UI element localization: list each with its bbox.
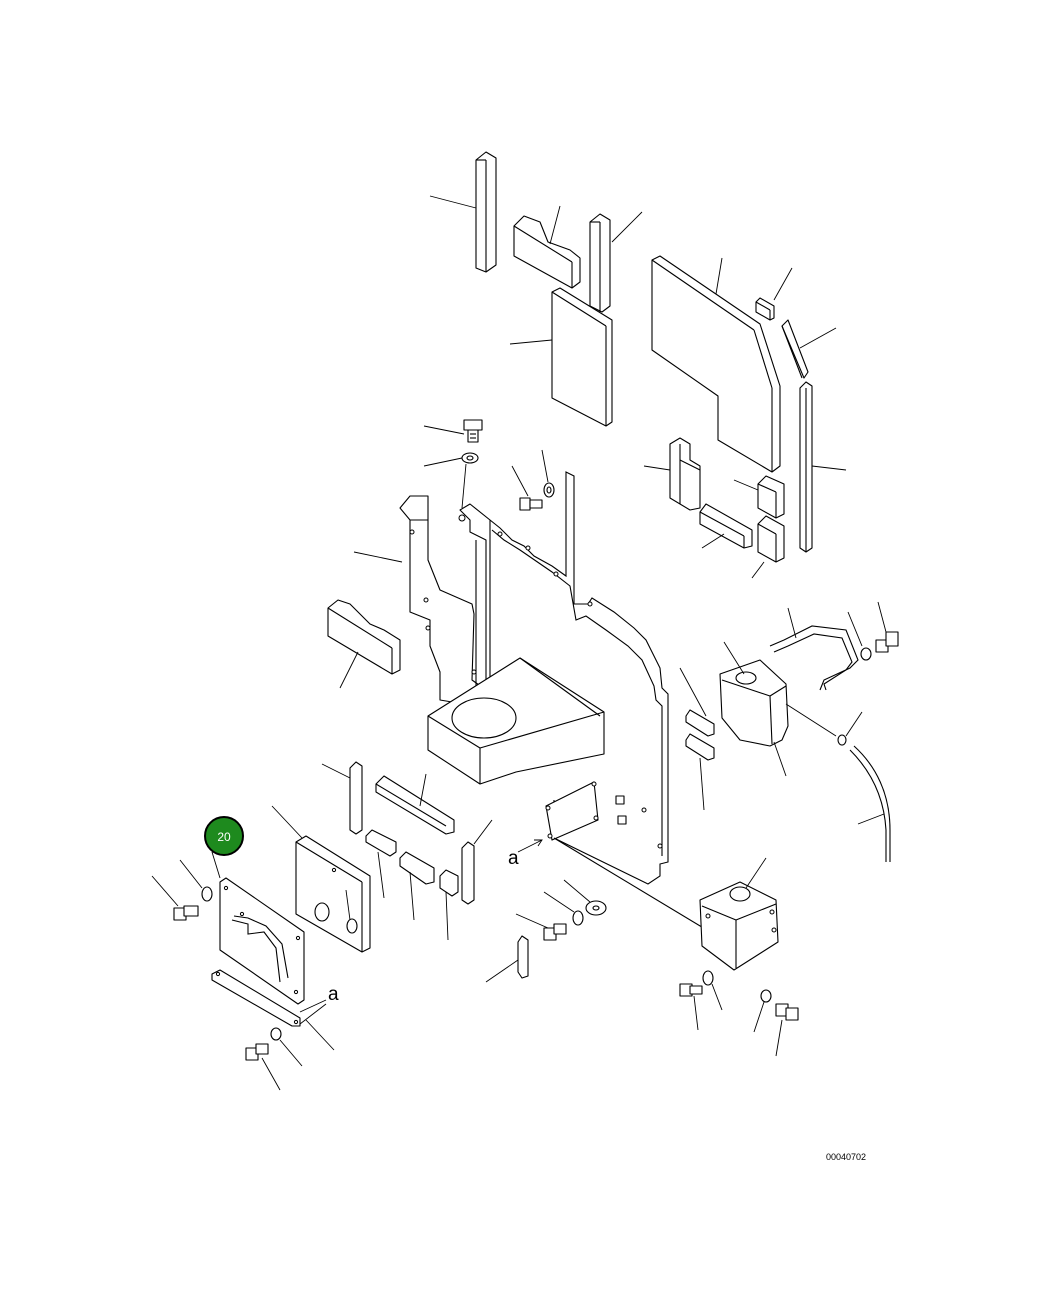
bolt-subtank-left: [679, 983, 703, 1031]
foam-pad-small-top: [755, 267, 793, 321]
frame-left-plate: [353, 495, 491, 707]
view-label-a-center: a: [508, 848, 519, 869]
foam-bar-long: [375, 773, 455, 835]
foam-strip-vertical-2: [461, 819, 493, 905]
bolt-subtank-right: [775, 1003, 799, 1057]
foam-panel-large: [509, 287, 613, 427]
view-a-indicator-center: a: [508, 839, 543, 869]
washer-cover-left: [179, 859, 213, 902]
foam-block-tall-1: [429, 151, 497, 273]
foam-block-wave: [327, 599, 401, 689]
foam-bar-short: [699, 503, 753, 549]
reservoir-tank: [719, 641, 789, 777]
foam-strip-long-right: [799, 381, 847, 553]
frame-right-panel: [489, 471, 669, 885]
washer-subtank-left: [702, 970, 723, 1011]
washer-mid: [541, 449, 555, 498]
washer-center-low: [543, 891, 584, 926]
cover-plate-left: [219, 877, 305, 1005]
washer-strap: [270, 1027, 303, 1067]
foam-panel-stepped: [651, 255, 781, 473]
foam-strip-vertical-1: [321, 761, 363, 835]
duct-box: [427, 657, 605, 785]
flat-washer-large: [563, 879, 607, 916]
view-label-a-left: a: [328, 984, 339, 1005]
bolt-center-low: [515, 913, 567, 941]
foam-stick-low: [485, 935, 529, 983]
bolt-cover-left: [151, 875, 199, 921]
washer-bracket: [847, 611, 872, 661]
foam-bar-mid: [399, 851, 435, 921]
foam-pad-mid-2: [439, 869, 459, 941]
bolt-top: [423, 419, 483, 443]
view-a-indicator-left: a: [299, 984, 339, 1025]
foam-pad-mid-1: [365, 829, 397, 899]
bolt-mid: [511, 465, 543, 511]
callout-number: 20: [217, 830, 231, 844]
hose-clamp: [785, 703, 863, 746]
mount-bracket: [769, 607, 859, 691]
foam-panel-holed: [271, 805, 371, 953]
foam-block-tall-2: [589, 211, 643, 313]
sub-tank: [699, 857, 779, 971]
drain-hose: [849, 745, 891, 862]
strap-bar: [211, 969, 335, 1051]
washer-top: [423, 452, 479, 509]
foam-block-cube-2: [751, 515, 785, 579]
drawing-number: 00040702: [826, 1152, 866, 1162]
foam-block-notched: [513, 205, 581, 289]
callout-20[interactable]: 20: [204, 816, 244, 879]
bolt-bracket: [875, 601, 899, 653]
foam-block-l-shape: [643, 437, 701, 511]
foam-pad-tank-1: [679, 667, 715, 737]
washer-subtank-right: [753, 989, 772, 1033]
foam-pad-tank-2: [685, 733, 715, 811]
bolt-strap: [245, 1043, 281, 1091]
foam-strip-angled: [781, 319, 837, 379]
foam-block-cube-1: [733, 475, 785, 519]
